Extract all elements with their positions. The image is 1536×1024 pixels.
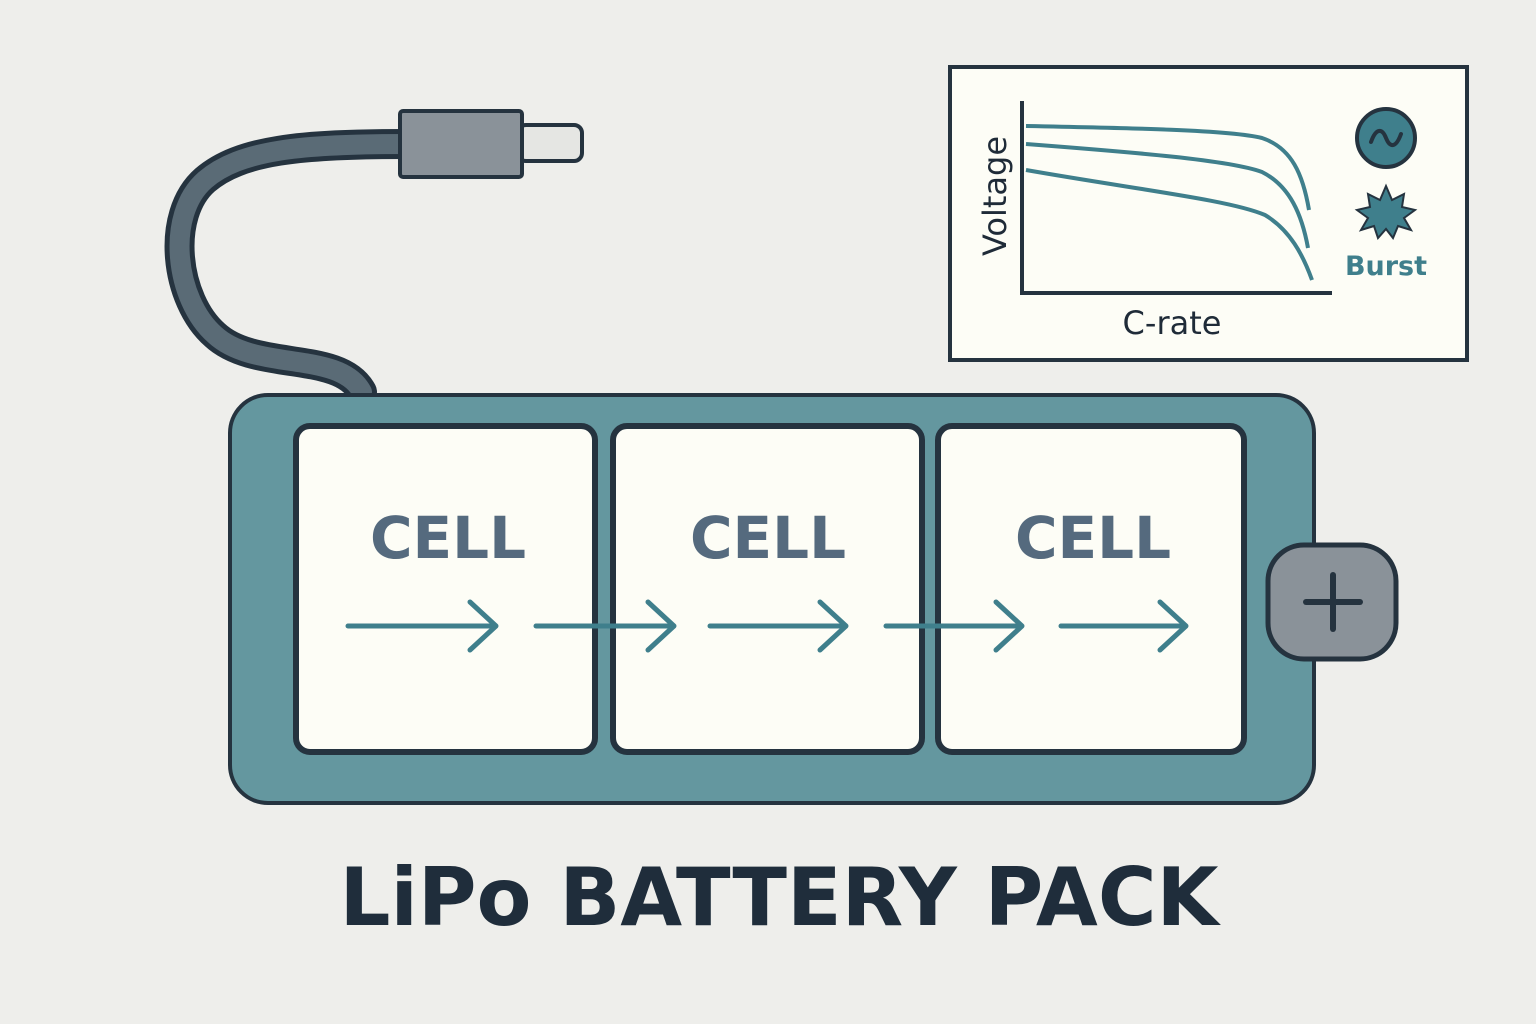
x-axis-label: C-rate (1123, 304, 1222, 342)
cell-3: CELL (935, 423, 1247, 755)
cable-inner (169, 134, 418, 402)
plus-icon (1303, 572, 1363, 632)
page-title: LiPo BATTERY PACK (339, 851, 1221, 944)
cell-label: CELL (1015, 504, 1171, 572)
discharge-curve (1025, 142, 1310, 249)
cable-plug-icon (398, 109, 584, 179)
cell-2: CELL (610, 423, 925, 755)
discharge-curve (1025, 168, 1314, 281)
burst-label: Burst (1345, 251, 1427, 282)
discharge-graph: Voltage C-rate Burst (948, 65, 1469, 362)
sine-wave-icon (1355, 107, 1417, 169)
burst-star-icon (1354, 183, 1418, 240)
graph-axes (1020, 101, 1332, 295)
y-axis-label: Voltage (976, 136, 1014, 256)
positive-terminal (1265, 542, 1399, 662)
flow-arrow-icon (707, 599, 849, 653)
discharge-curve (1025, 124, 1311, 211)
cell-label: CELL (370, 504, 526, 572)
flow-arrow-icon (345, 599, 499, 653)
flow-arrow-icon (1058, 599, 1189, 653)
flow-arrow-icon (883, 599, 1025, 653)
flow-arrow-icon (533, 599, 677, 653)
cell-1: CELL (293, 423, 598, 755)
cell-label: CELL (690, 504, 846, 572)
